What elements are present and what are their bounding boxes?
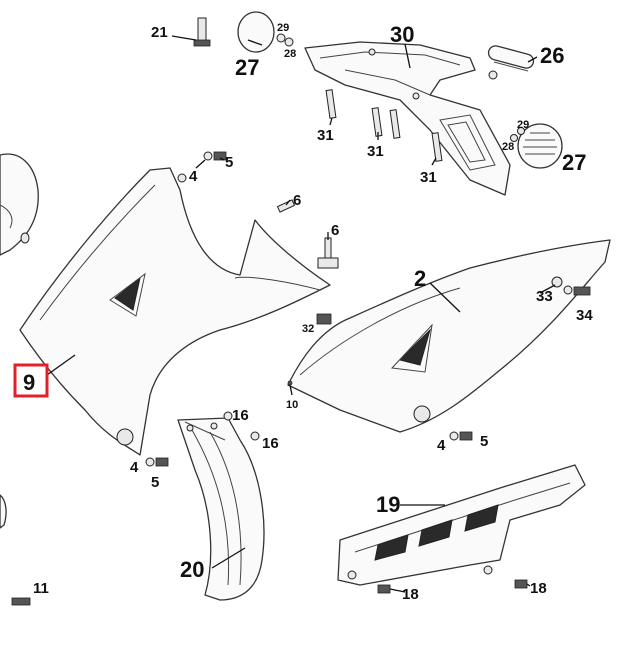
label-27-top[interactable]: 27 bbox=[235, 55, 259, 80]
screws-31 bbox=[325, 89, 443, 162]
label-4-mid[interactable]: 4 bbox=[437, 437, 446, 454]
label-31-b[interactable]: 31 bbox=[367, 143, 384, 160]
mudflap-20 bbox=[177, 417, 265, 601]
side-panel-9 bbox=[19, 167, 331, 456]
highlight-box bbox=[13, 363, 49, 398]
label-5-top[interactable]: 5 bbox=[225, 154, 233, 171]
label-21[interactable]: 21 bbox=[151, 24, 168, 41]
bolt-21 bbox=[193, 17, 211, 47]
label-18-a[interactable]: 18 bbox=[402, 586, 419, 603]
label-30[interactable]: 30 bbox=[390, 22, 414, 47]
label-31-c[interactable]: 31 bbox=[420, 169, 437, 186]
rear-bracket-30 bbox=[304, 41, 511, 196]
label-19[interactable]: 19 bbox=[376, 492, 400, 517]
label-31-a[interactable]: 31 bbox=[317, 127, 334, 144]
label-27-right[interactable]: 27 bbox=[562, 150, 586, 175]
label-2[interactable]: 2 bbox=[414, 266, 426, 291]
label-34[interactable]: 34 bbox=[576, 307, 593, 324]
label-26[interactable]: 26 bbox=[540, 43, 564, 68]
label-28-top[interactable]: 28 bbox=[284, 48, 296, 60]
side-cover-2 bbox=[287, 239, 611, 433]
label-18-b[interactable]: 18 bbox=[530, 580, 547, 597]
label-29-right[interactable]: 29 bbox=[517, 119, 529, 131]
leader-lines bbox=[46, 35, 556, 593]
part-labels: 21 27 29 28 30 26 31 31 31 29 28 27 5 4 … bbox=[23, 22, 593, 603]
label-33[interactable]: 33 bbox=[536, 288, 553, 305]
label-5-left[interactable]: 5 bbox=[151, 474, 159, 491]
label-10[interactable]: 10 bbox=[286, 399, 298, 411]
seat-fragment bbox=[0, 153, 39, 256]
label-6-a[interactable]: 6 bbox=[293, 192, 301, 209]
label-28-right[interactable]: 28 bbox=[502, 141, 514, 153]
label-5-mid[interactable]: 5 bbox=[480, 433, 488, 450]
chain-guard-19 bbox=[337, 464, 586, 586]
label-9[interactable]: 9 bbox=[23, 370, 35, 395]
seat-bolt bbox=[20, 232, 30, 244]
plate-light-26 bbox=[487, 45, 535, 80]
label-4-top[interactable]: 4 bbox=[189, 168, 198, 185]
label-32[interactable]: 32 bbox=[302, 323, 314, 335]
label-11[interactable]: 11 bbox=[33, 580, 49, 597]
label-6-b[interactable]: 6 bbox=[331, 222, 339, 239]
reflector-27-right bbox=[510, 123, 563, 169]
label-16-b[interactable]: 16 bbox=[262, 435, 279, 452]
reflector-27-top bbox=[237, 11, 294, 53]
label-29-top[interactable]: 29 bbox=[277, 22, 289, 34]
label-16-a[interactable]: 16 bbox=[232, 407, 249, 424]
left-edge-fragment bbox=[0, 494, 7, 529]
label-20[interactable]: 20 bbox=[180, 557, 204, 582]
label-4-left[interactable]: 4 bbox=[130, 459, 139, 476]
hardware-small bbox=[11, 151, 591, 606]
